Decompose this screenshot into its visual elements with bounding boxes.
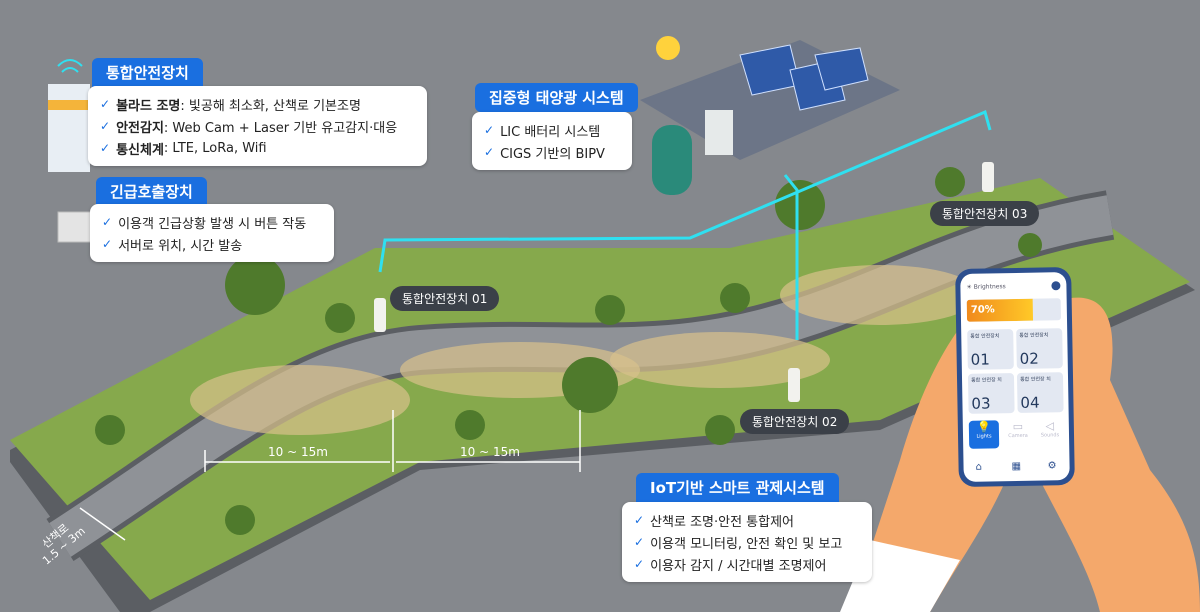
check-icon: ✓ [102, 215, 113, 229]
check-icon: ✓ [102, 237, 113, 251]
phone-screen: ☀ Brightness 70% 통합 안전장치 01 통합 안전장치 02 통합 … [960, 272, 1070, 482]
connection-line [378, 109, 992, 273]
bollards [374, 162, 994, 402]
gear-icon[interactable]: ⚙ [1047, 460, 1057, 472]
bollard-icon [48, 84, 90, 172]
safety-device-box: ✓ 볼라드 조명 : 빛공해 최소화, 산책로 기본조명 ✓ 안전감지 : Web … [88, 86, 427, 166]
item-text: 산책로 조명·안전 통합제어 [650, 514, 795, 530]
battery-icon [652, 125, 692, 195]
device-tile[interactable]: 통합 안전장치 02 [1016, 328, 1063, 369]
solar-system-title: 집중형 태양광 시스템 [475, 83, 638, 112]
connection-line [783, 174, 799, 340]
phone-header: ☀ Brightness [966, 283, 1005, 291]
list-item: ✓ 통신체계 : LTE, LoRa, Wifi [100, 137, 415, 159]
check-icon: ✓ [634, 513, 645, 527]
item-value: : LTE, LoRa, Wifi [163, 140, 267, 156]
distance-label-1: 10 ~ 15m [268, 445, 328, 459]
grid-icon[interactable]: ▦ [1011, 460, 1022, 473]
device-02-label: 통합안전장치 02 [740, 409, 850, 434]
light-pool [610, 332, 830, 388]
emergency-device-title: 긴급호출장치 [96, 177, 207, 206]
tile-number: 02 [1019, 349, 1039, 368]
brightness-value: 70% [970, 304, 995, 316]
check-icon: ✓ [100, 119, 111, 133]
home-icon[interactable]: ⌂ [975, 461, 983, 473]
check-icon: ✓ [634, 535, 645, 549]
light-pool [780, 265, 980, 325]
emergency-button-icon [57, 211, 93, 243]
item-text: CIGS 기반의 BIPV [500, 146, 605, 162]
emergency-device-box: ✓ 이용객 긴급상황 발생 시 버튼 작동 ✓ 서버로 위치, 시간 발송 [90, 204, 334, 262]
mode-lights-button[interactable]: 💡Lights [968, 420, 1000, 449]
list-item: ✓ 산책로 조명·안전 통합제어 [634, 509, 860, 531]
item-key: 안전감지 [116, 120, 164, 136]
iot-system-box: ✓ 산책로 조명·안전 통합제어 ✓ 이용객 모니터링, 안전 확인 및 보고 ✓ 이… [622, 502, 872, 582]
tile-label: 통합 안전장 치 [1019, 376, 1051, 383]
solar-panels [739, 44, 869, 111]
check-icon: ✓ [484, 145, 495, 159]
light-pool [190, 365, 410, 435]
profile-icon[interactable] [1051, 281, 1061, 291]
list-item: ✓ LIC 배터리 시스템 [484, 119, 620, 141]
tile-number: 04 [1020, 393, 1040, 412]
device-03-label: 통합안전장치 03 [930, 201, 1040, 226]
list-item: ✓ 안전감지 : Web Cam + Laser 기반 유고감지·대응 [100, 115, 415, 137]
item-value: : 빛공해 최소화, 산책로 기본조명 [180, 98, 361, 114]
item-text: 이용객 모니터링, 안전 확인 및 보고 [650, 536, 843, 552]
bulb-icon: 💡 [976, 420, 991, 434]
device-tile[interactable]: 통합 안전장 치 04 [1016, 372, 1064, 413]
mode-label: Lights [976, 433, 992, 440]
device-tile[interactable]: 통합 안전장치 01 [967, 329, 1014, 370]
sun-icon [656, 36, 680, 60]
brightness-slider[interactable]: 70% [966, 298, 1062, 322]
item-text: LIC 배터리 시스템 [500, 124, 601, 140]
iot-system-title: IoT기반 스마트 관제시스템 [636, 473, 839, 502]
phone-header-title: Brightness [973, 283, 1006, 291]
list-item: ✓ 이용자 감지 / 시간대별 조명제어 [634, 553, 860, 575]
item-text: 이용자 감지 / 시간대별 조명제어 [650, 558, 827, 574]
distance-markers [79, 410, 581, 541]
check-icon: ✓ [100, 141, 111, 155]
mode-sounds-button[interactable]: ◁Sounds [1035, 419, 1065, 448]
speaker-icon: ◁ [1045, 419, 1055, 433]
camera-icon: ▭ [1012, 419, 1024, 434]
check-icon: ✓ [100, 97, 111, 111]
list-item: ✓ 이용객 모니터링, 안전 확인 및 보고 [634, 531, 860, 553]
solar-system-box: ✓ LIC 배터리 시스템 ✓ CIGS 기반의 BIPV [472, 112, 632, 170]
list-item: ✓ 볼라드 조명 : 빛공해 최소화, 산책로 기본조명 [100, 93, 415, 115]
safety-device-title: 통합안전장치 [92, 58, 203, 87]
item-text: 서버로 위치, 시간 발송 [118, 238, 243, 254]
item-value: : Web Cam + Laser 기반 유고감지·대응 [163, 120, 398, 136]
device-tile[interactable]: 통합 안전장 치 03 [967, 373, 1015, 414]
item-text: 이용객 긴급상황 발생 시 버튼 작동 [118, 216, 307, 232]
distance-label-2: 10 ~ 15m [460, 445, 520, 459]
hand-right [1040, 297, 1200, 612]
tile-number: 01 [970, 350, 990, 369]
tile-label: 통합 안전장 치 [971, 377, 1002, 384]
check-icon: ✓ [484, 123, 495, 137]
item-key: 볼라드 조명 [116, 98, 181, 114]
list-item: ✓ CIGS 기반의 BIPV [484, 141, 620, 163]
wifi-icon [57, 59, 83, 73]
inverter-icon [705, 110, 733, 155]
list-item: ✓ 서버로 위치, 시간 발송 [102, 233, 322, 255]
check-icon: ✓ [634, 557, 645, 571]
trees [95, 167, 1042, 535]
tile-label: 통합 안전장치 [1019, 332, 1049, 339]
tile-number: 03 [971, 394, 991, 413]
smartphone: ☀ Brightness 70% 통합 안전장치 01 통합 안전장치 02 통합 … [955, 267, 1075, 487]
mode-label: Camera [1008, 432, 1028, 440]
tile-label: 통합 안전장치 [970, 333, 1000, 340]
list-item: ✓ 이용객 긴급상황 발생 시 버튼 작동 [102, 211, 322, 233]
mode-label: Sounds [1040, 432, 1060, 439]
item-key: 통신체계 [116, 142, 164, 158]
device-01-label: 통합안전장치 01 [390, 286, 500, 311]
mode-camera-button[interactable]: ▭Camera [1003, 420, 1033, 449]
